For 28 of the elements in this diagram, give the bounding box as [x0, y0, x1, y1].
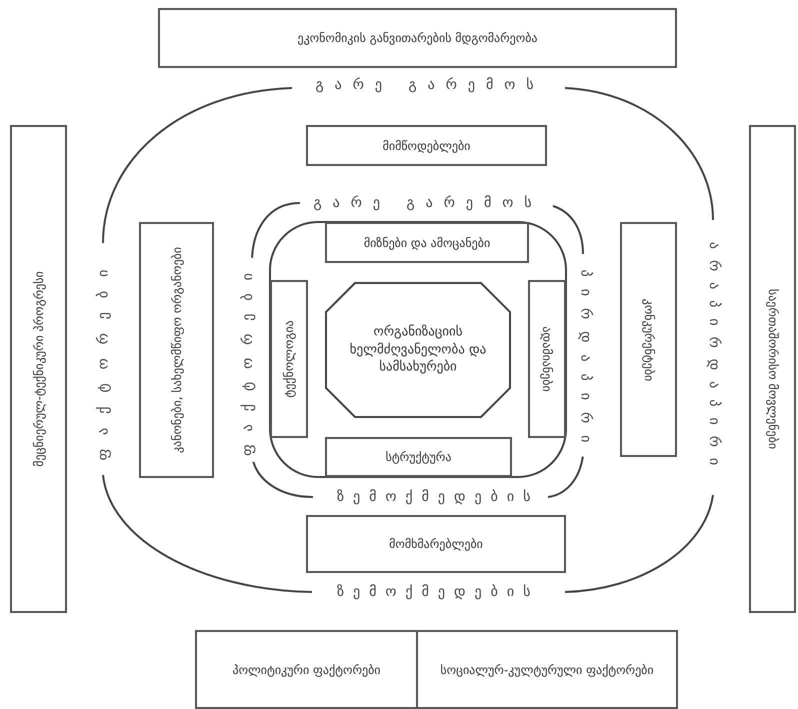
text-box [139, 222, 214, 478]
box-label: მიზნები და ამოცანები [362, 234, 492, 251]
box-label: ეკონომიკის განვითარების მდგომარეობა [296, 30, 539, 46]
text-box [528, 280, 566, 438]
text-box [325, 437, 512, 477]
box-label: ტექნოლოგია [280, 319, 297, 400]
text-box [306, 125, 547, 166]
text-box [10, 125, 67, 613]
text-box [416, 630, 678, 709]
box-label: სტრუქტურა [384, 448, 452, 466]
text-box [306, 515, 566, 573]
spaced-label: ფაქტორები [240, 258, 256, 462]
box-label: მიმწოდებლები [382, 137, 472, 154]
box-label: კონკურენტები [640, 297, 657, 383]
box-label: ორგანიზაციის ხელმძღვანელობა და სამსახურები [348, 324, 488, 376]
text-box [325, 222, 529, 263]
box-label: მომხმარებლები [388, 536, 484, 552]
box-label: მეცნიერულ-ტექნიკური პროგრესი [30, 270, 47, 469]
text-box [620, 222, 677, 457]
box-label: ადამიანები [539, 325, 556, 394]
box-label: პოლიტიკური ფაქტორები [231, 661, 382, 678]
box-label: საერთაშორისო მოვლენები [764, 288, 781, 452]
box-label: სოციალურ-კულტურული ფაქტორები [439, 661, 655, 678]
box-label: კანონები, სახელმწიფო ორგანოები [168, 246, 185, 455]
text-box [158, 8, 677, 68]
text-box [270, 280, 308, 438]
text-box [749, 125, 796, 613]
text-box [195, 630, 418, 709]
